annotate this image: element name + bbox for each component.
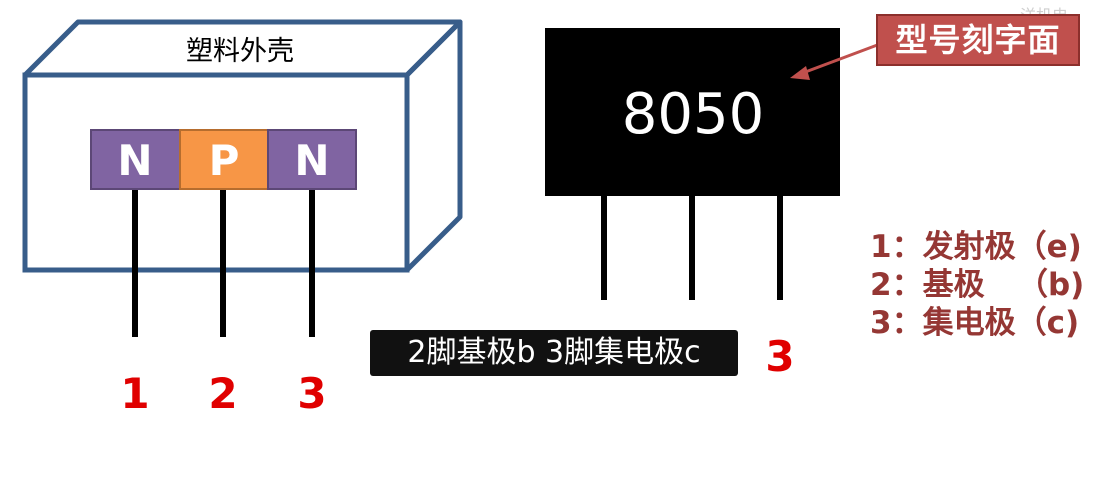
- casing-label: 塑料外壳: [186, 36, 294, 67]
- npn-layers: N P N: [90, 129, 357, 190]
- pin-number: 2: [208, 369, 237, 418]
- layer-label: N: [294, 136, 329, 185]
- pin-number: 1: [120, 369, 149, 418]
- arrow-line: [799, 42, 881, 76]
- model-number: 8050: [622, 82, 765, 147]
- callout-arrow: [790, 42, 881, 80]
- casing-side-face: [404, 19, 463, 273]
- arrow-head: [790, 66, 810, 80]
- subtitle-caption: 2脚基极b 3脚集电极c: [370, 330, 738, 376]
- legend-item-emitter: 1：发射极（e): [870, 229, 1082, 265]
- engraved-face-callout: 型号刻字面: [876, 14, 1080, 66]
- pin-number: 3: [297, 369, 326, 418]
- left-pin-numbers: 1 2 3: [120, 369, 326, 418]
- legend-item-base: 2：基极 （b): [870, 267, 1085, 303]
- legend-item-collector: 3：集电极（c): [870, 305, 1080, 341]
- n-layer-right: [267, 129, 357, 190]
- layer-label: N: [117, 136, 152, 185]
- transistor-body: 8050: [545, 28, 840, 196]
- transistor-face: [545, 28, 840, 196]
- pin-number: 3: [765, 332, 794, 381]
- right-leads: [601, 196, 783, 300]
- n-layer-left: [90, 129, 181, 190]
- pin-legend: 1：发射极（e) 2：基极 （b) 3：集电极（c): [870, 228, 1118, 342]
- layer-label: P: [209, 136, 240, 185]
- left-leads: [132, 188, 315, 337]
